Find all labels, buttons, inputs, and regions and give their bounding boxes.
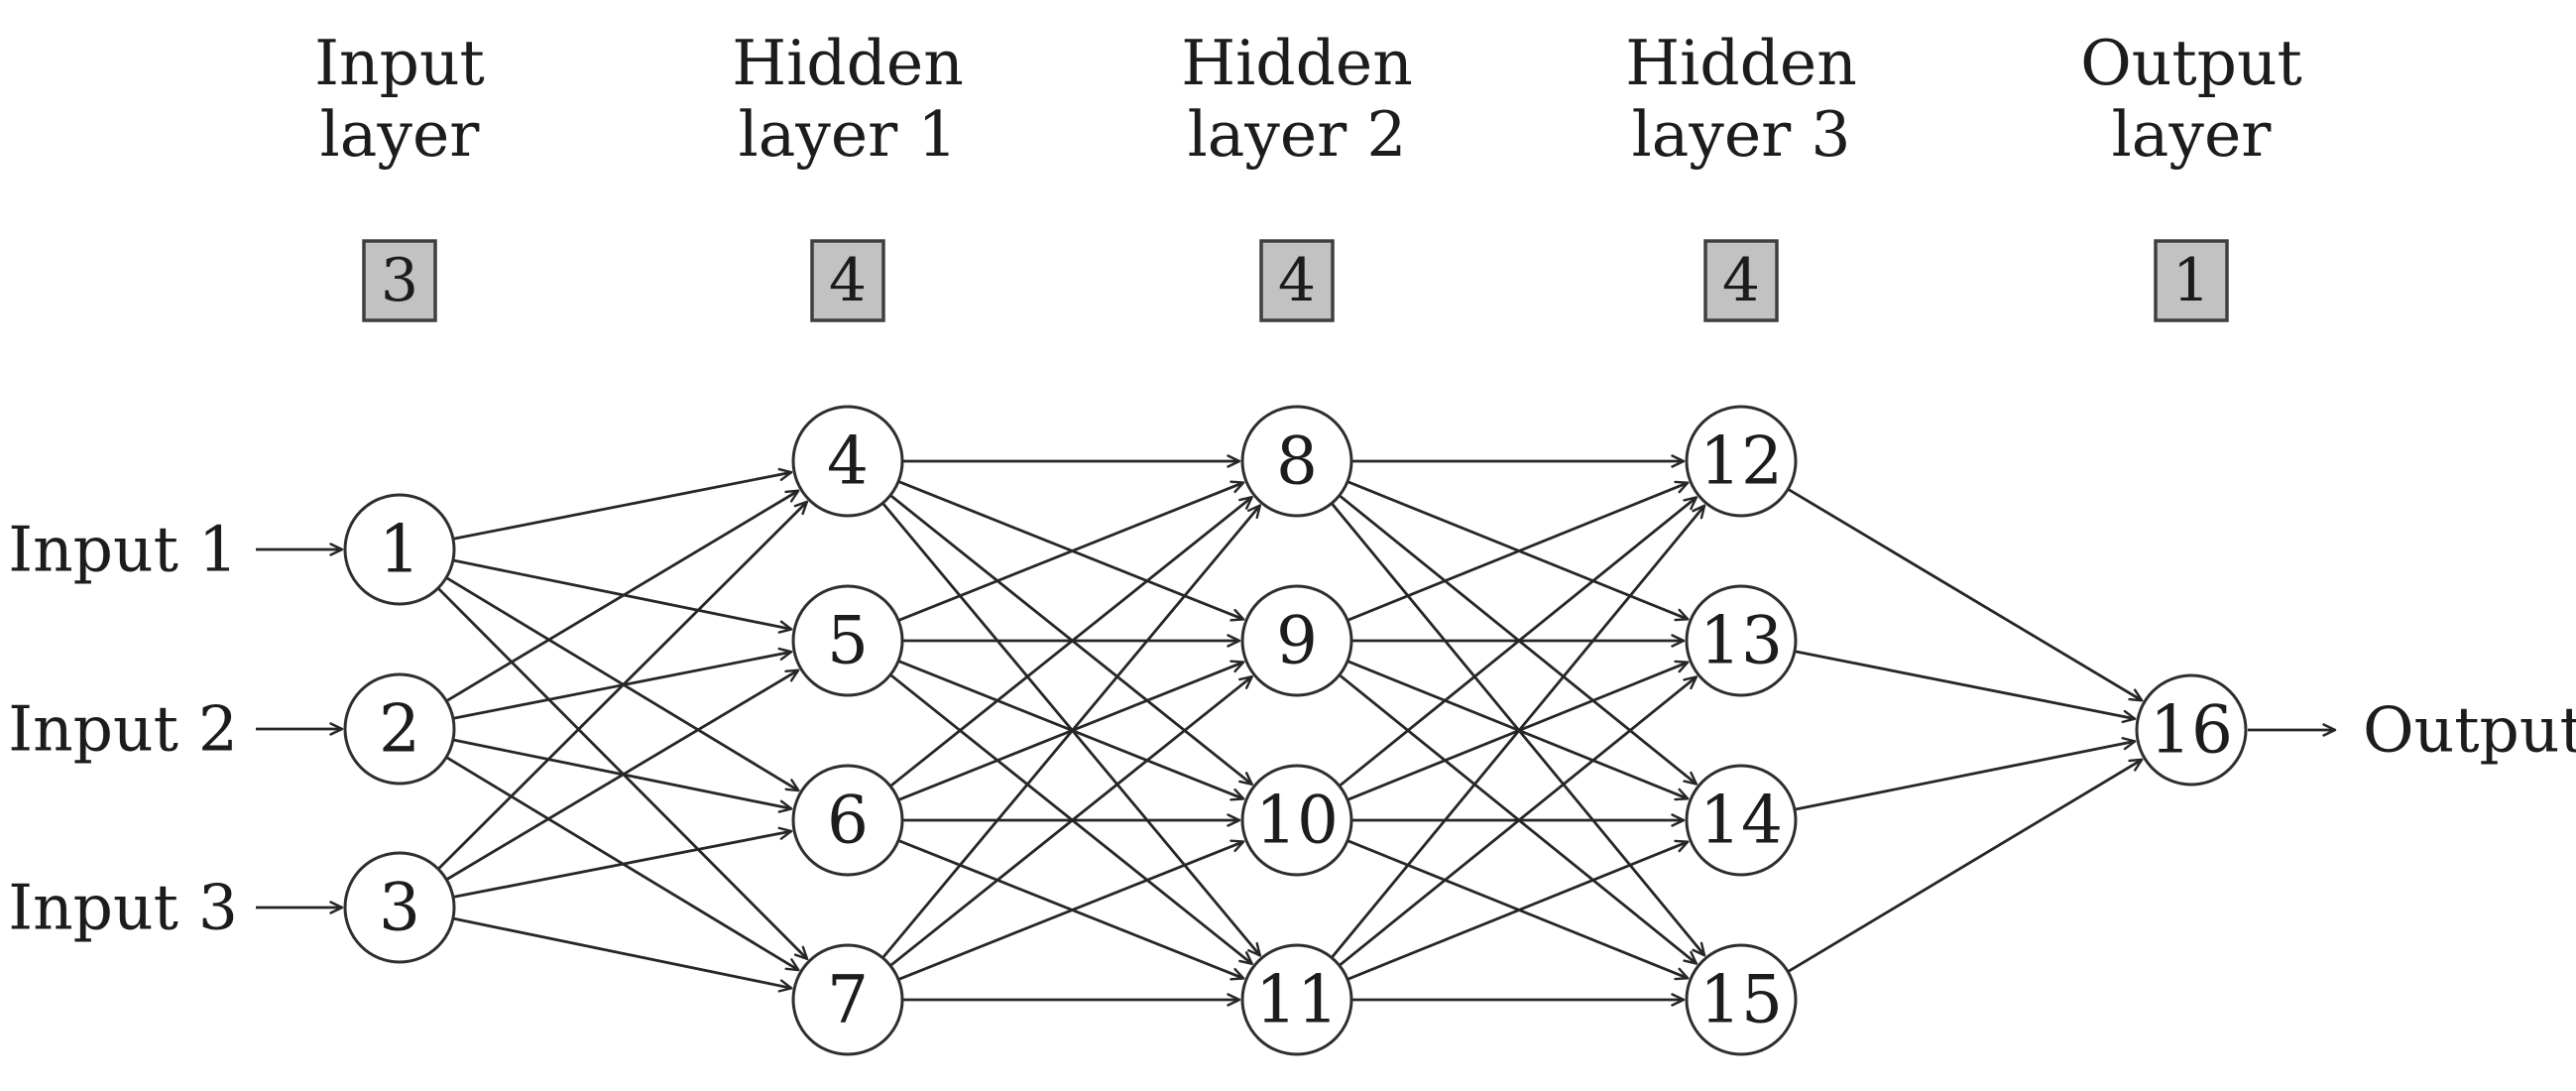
layer-count-badge-3 — [1703, 239, 1779, 322]
node-circle-3 — [343, 851, 456, 964]
node-circle-10 — [1240, 764, 1353, 877]
edge-7-9 — [889, 675, 1253, 967]
node-circle-16 — [2135, 673, 2248, 787]
edge-15-16 — [1788, 758, 2144, 973]
node-5: 5 — [791, 584, 904, 697]
edge-10-12 — [1339, 496, 1698, 787]
edge-11-12 — [1331, 504, 1706, 958]
node-circle-11 — [1240, 943, 1353, 1056]
layer-count-badge-2 — [1259, 239, 1335, 322]
node-14: 14 — [1685, 764, 1798, 877]
node-label-16: 16 — [2150, 692, 2233, 769]
node-4: 4 — [791, 405, 904, 518]
node-7: 7 — [791, 943, 904, 1056]
node-12: 12 — [1685, 405, 1798, 518]
edge-14-16 — [1795, 737, 2137, 811]
node-circle-6 — [791, 764, 904, 877]
node-label-13: 13 — [1699, 603, 1783, 679]
node-circle-9 — [1240, 584, 1353, 697]
node-2: 2 — [343, 672, 456, 786]
input-label-2: Input 2 — [8, 693, 238, 766]
node-13: 13 — [1685, 584, 1798, 697]
node-1: 1 — [343, 493, 456, 606]
node-label-10: 10 — [1255, 783, 1339, 859]
node-3: 3 — [343, 851, 456, 964]
edge-3-4 — [437, 500, 809, 870]
node-label-14: 14 — [1699, 783, 1783, 859]
node-label-9: 9 — [1276, 603, 1318, 679]
edge-13-16 — [1795, 650, 2137, 724]
node-circle-1 — [343, 493, 456, 606]
input-label-3: Input 3 — [8, 872, 238, 944]
node-label-15: 15 — [1699, 962, 1783, 1038]
layer-count-value-4: 1 — [2172, 246, 2210, 315]
node-11: 11 — [1240, 943, 1353, 1056]
node-9: 9 — [1240, 584, 1353, 697]
node-8: 8 — [1240, 405, 1353, 518]
output-label-16: Output — [2363, 694, 2576, 767]
node-16: 16 — [2135, 673, 2248, 787]
node-label-2: 2 — [379, 691, 420, 768]
edge-11-14 — [1347, 839, 1690, 981]
node-label-4: 4 — [827, 424, 869, 500]
io-arrows-group: Input 1 Input 2 Input 3 Output — [8, 514, 2576, 944]
node-circle-7 — [791, 943, 904, 1056]
layer-count-value-0: 3 — [381, 246, 418, 315]
edge-12-16 — [1788, 488, 2144, 702]
node-circle-8 — [1240, 405, 1353, 518]
node-label-6: 6 — [827, 783, 869, 859]
layer-count-badge-0 — [362, 239, 437, 322]
node-circle-15 — [1685, 943, 1798, 1056]
node-circle-2 — [343, 672, 456, 786]
node-label-5: 5 — [827, 603, 869, 679]
node-label-7: 7 — [827, 962, 869, 1038]
edge-5-8 — [898, 480, 1245, 622]
node-15: 15 — [1685, 943, 1798, 1056]
edge-2-4 — [446, 489, 800, 702]
edge-3-7 — [453, 916, 793, 993]
input-label-1: Input 1 — [8, 514, 238, 586]
edge-3-6 — [453, 826, 793, 899]
layer-count-value-1: 4 — [829, 246, 867, 315]
edges-group — [437, 454, 2144, 1007]
layer-count-value-3: 4 — [1722, 246, 1760, 315]
node-circle-12 — [1685, 405, 1798, 518]
node-label-3: 3 — [379, 870, 420, 946]
node-label-12: 12 — [1699, 424, 1783, 500]
edge-6-8 — [889, 496, 1253, 788]
edge-1-4 — [453, 467, 793, 541]
node-label-1: 1 — [379, 512, 420, 588]
edge-7-10 — [898, 839, 1245, 981]
node-label-8: 8 — [1276, 424, 1318, 500]
edge-3-5 — [446, 668, 800, 881]
node-circle-5 — [791, 584, 904, 697]
edge-7-8 — [881, 504, 1262, 958]
layer-count-value-2: 4 — [1278, 246, 1316, 315]
layer-count-badge-1 — [810, 239, 885, 322]
node-circle-13 — [1685, 584, 1798, 697]
layer-count-badge-4 — [2154, 239, 2229, 322]
node-6: 6 — [791, 764, 904, 877]
node-10: 10 — [1240, 764, 1353, 877]
node-label-11: 11 — [1255, 962, 1339, 1038]
node-circle-14 — [1685, 764, 1798, 877]
edge-9-12 — [1347, 480, 1690, 622]
node-circle-4 — [791, 405, 904, 518]
edge-11-13 — [1339, 675, 1698, 966]
